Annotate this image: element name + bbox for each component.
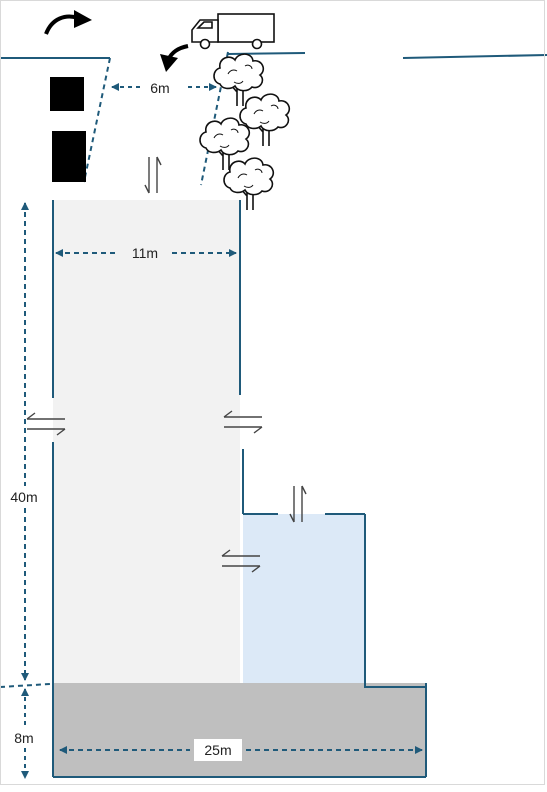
entry-left-edge <box>83 57 111 183</box>
bidirectional-arrow-icon <box>144 156 162 194</box>
building-block-icon <box>52 131 86 182</box>
bottom-boundary-line <box>0 683 51 688</box>
building-block-icon <box>50 77 84 111</box>
main-width-label: 11m <box>132 245 158 261</box>
bottom-depth-label: 8m <box>14 730 33 746</box>
entry-width-label: 6m <box>150 80 169 96</box>
road-edge-right <box>402 54 547 59</box>
main-area <box>53 200 240 683</box>
total-width-label-bg <box>194 739 242 761</box>
total-width-label: 25m <box>204 742 231 758</box>
site-outline <box>52 200 427 778</box>
truck-arrow-icon <box>160 44 189 72</box>
truck-icon <box>191 13 275 50</box>
road-edge-middle <box>227 52 306 55</box>
annex-area <box>243 514 365 683</box>
main-length-label: 40m <box>10 489 37 505</box>
turn-arrow-icon <box>44 10 92 35</box>
bottom-area <box>53 683 426 777</box>
